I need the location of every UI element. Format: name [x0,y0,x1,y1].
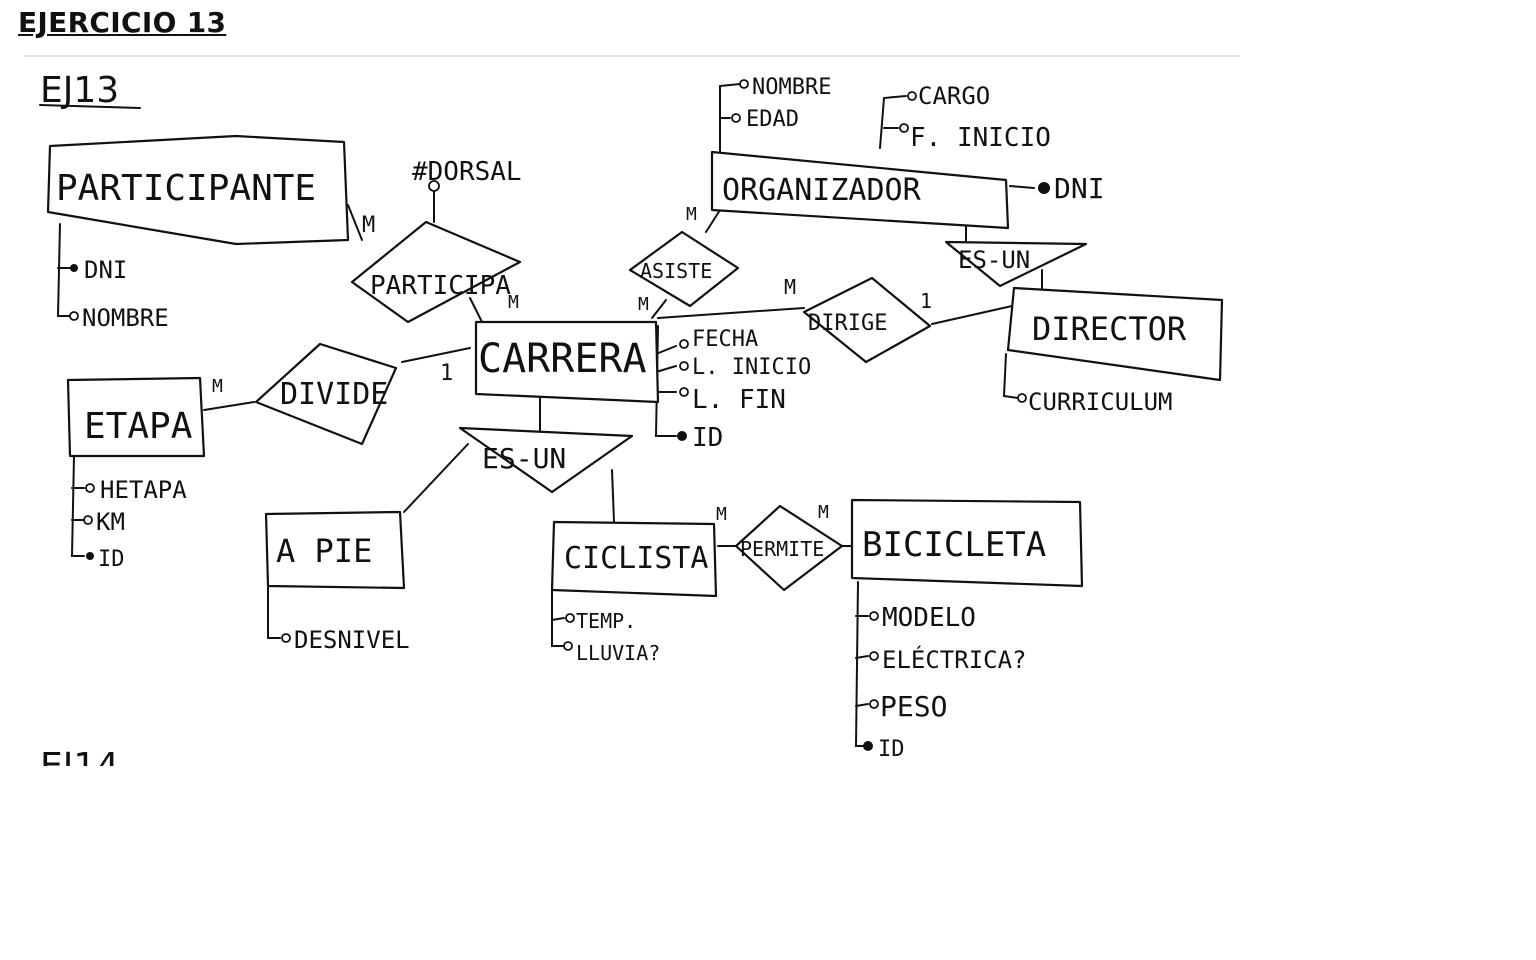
attr-label-dni-organizador: DNI [1054,172,1105,205]
relationship-permite-name: PERMITE [740,537,824,561]
attr-cargo-dot [907,91,917,101]
entity-organizador: ORGANIZADOR [710,150,1010,230]
attr-label-edad: EDAD [746,107,799,132]
attr-dni-participante-key-dot [70,264,78,272]
attr-dni-organizador-key-dot [1038,182,1050,194]
cardinality-permite-bicicleta: M [818,502,829,523]
relationship-participa-name: PARTICIPA [370,271,511,301]
relationship-dirige-name: DIRIGE [808,311,887,336]
relationship-participa-attribute: #DORSAL [412,157,522,187]
entity-director-name: DIRECTOR [1032,310,1187,348]
attr-label-electrica: ELÉCTRICA? [882,645,1027,674]
cardinality-dirige-director: 1 [920,289,932,313]
relationship-divide: DIVIDE [254,342,398,446]
entity-carrera: CARRERA [474,320,660,404]
attr-edad-dot [731,113,741,123]
connector-lines [56,83,1043,747]
relationship-asiste-name: ASISTE [640,259,712,283]
attr-label-id-etapa: ID [98,547,125,572]
attr-nombre-participante-dot [69,311,79,321]
attr-lfin-dot [679,387,689,397]
attr-id-etapa-key-dot [86,552,94,560]
title-divider [24,55,1240,57]
attribute-markers [69,79,1050,751]
attr-label-nombre-organizador: NOMBRE [752,75,831,100]
attr-peso-dot [869,699,879,709]
cardinality-organizador-asiste: M [686,204,697,225]
entity-organizador-name: ORGANIZADOR [722,173,922,208]
attr-label-id-carrera: ID [692,423,723,453]
cardinality-etapa-divide: M [212,376,223,397]
attr-temp-dot [565,613,575,623]
generalization-es-un-organizador: ES-UN [944,240,1088,288]
cardinality-divide-carrera: 1 [440,361,453,386]
attr-label-dni-participante: DNI [84,256,127,284]
entity-ciclista-name: CICLISTA [564,541,709,576]
attr-label-lfin: L. FIN [692,385,786,415]
attr-label-cargo: CARGO [918,82,990,110]
sketch-label: EJ13 [40,70,119,111]
generalization-es-un-carrera-label: ES-UN [482,442,566,475]
entity-ciclista: CICLISTA [550,520,718,598]
attr-electrica-dot [869,651,879,661]
attr-label-lluvia: LLUVIA? [576,641,660,665]
attr-curriculum-dot [1017,393,1027,403]
attr-label-nombre-participante: NOMBRE [82,304,169,332]
attr-linicio-dot [679,361,689,371]
attr-dorsal-dot [428,180,440,192]
entity-etapa-name: ETAPA [84,406,193,447]
relationship-participa: PARTICIPA [350,220,522,324]
entity-a-pie: A PIE [264,510,406,590]
attr-label-peso: PESO [880,690,947,723]
attr-label-km: KM [96,508,125,536]
cardinality-carrera-dirige: M [784,275,796,299]
attr-finicio-dot [899,123,909,133]
entity-etapa: ETAPA [66,376,206,458]
attr-id-carrera-key-dot [677,431,687,441]
attr-label-hetapa: HETAPA [100,476,187,504]
relationship-dirige: DIRIGE [802,276,932,364]
entity-bicicleta-name: BICICLETA [862,525,1046,565]
attr-label-linicio: L. INICIO [692,355,811,380]
attr-modelo-dot [869,611,879,621]
relationship-asiste: ASISTE [628,230,740,308]
entity-participante-name: PARTICIPANTE [56,168,316,209]
attr-label-curriculum: CURRICULUM [1028,388,1173,416]
entity-director: DIRECTOR [1006,286,1224,382]
sketch-next-label: EJ14 [40,746,119,787]
generalization-es-un-carrera: ES-UN [458,426,634,494]
sketch-label-underline [39,104,141,109]
entity-carrera-name: CARRERA [478,336,647,382]
attr-fecha-dot [679,339,689,349]
relationship-divide-name: DIVIDE [280,377,388,412]
attr-label-temp: TEMP. [576,609,636,633]
attr-label-desnivel: DESNIVEL [294,626,410,654]
generalization-es-un-organizador-label: ES-UN [958,246,1030,274]
cardinality-asiste-carrera: M [638,294,649,315]
page-title: EJERCICIO 13 [18,6,227,39]
attr-label-finicio: F. INICIO [910,123,1051,153]
attr-lluvia-dot [563,641,573,651]
cardinality-participante-participa: M [362,213,375,238]
entity-participante: PARTICIPANTE [46,134,350,246]
cardinality-participa-carrera: M [508,292,519,313]
attr-label-id-bicicleta: ID [878,737,905,762]
cardinality-ciclista-permite: M [716,504,727,525]
attr-hetapa-dot [85,483,95,493]
relationship-permite: PERMITE [734,504,844,592]
attr-desnivel-dot [281,633,291,643]
attr-label-modelo: MODELO [882,603,976,633]
attr-km-dot [83,515,93,525]
attr-nombre-organizador-dot [739,79,749,89]
entity-a-pie-name: A PIE [276,532,372,570]
entity-bicicleta: BICICLETA [850,498,1084,588]
attr-label-fecha: FECHA [692,327,758,352]
attr-id-bicicleta-key-dot [863,741,873,751]
